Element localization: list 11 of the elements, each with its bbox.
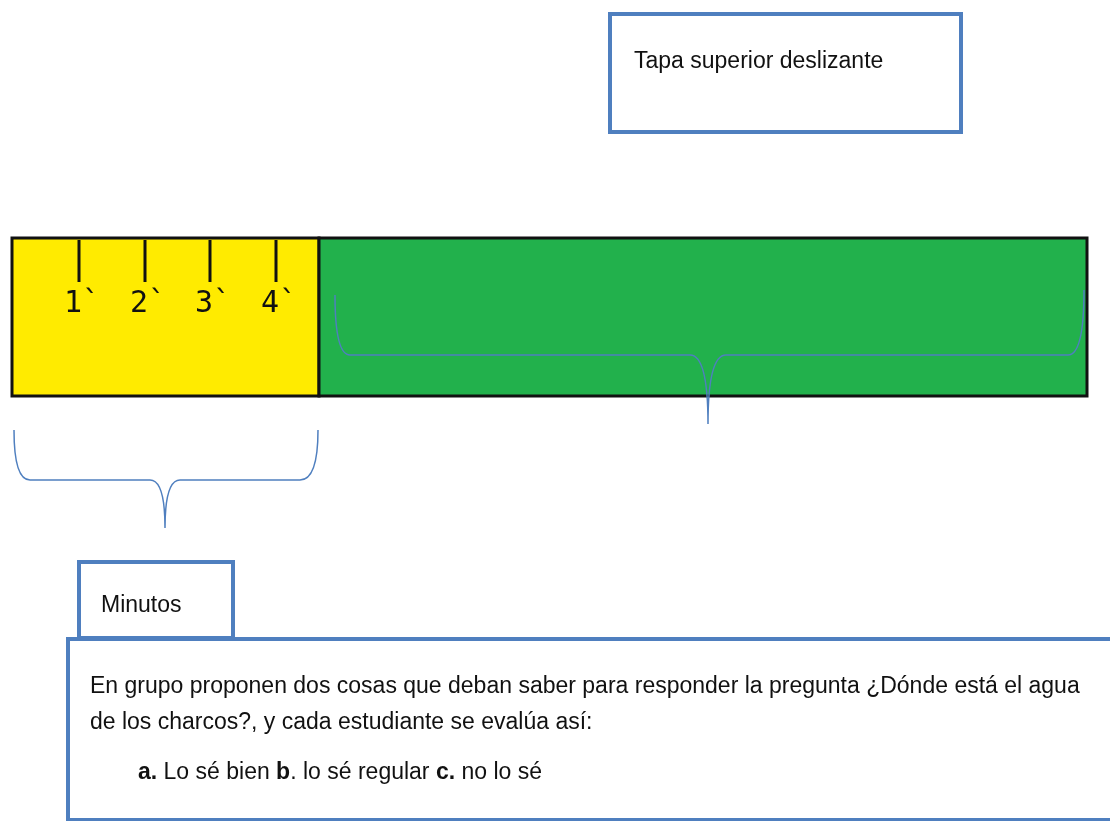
answer-options-text: a. Lo sé bien b. lo sé regular c. no lo sé	[137, 757, 544, 786]
box-text: Tapa superior deslizante	[634, 46, 885, 75]
text-box	[608, 12, 963, 134]
tick-label: 3`	[195, 287, 232, 317]
text-box	[66, 637, 1110, 821]
text-box	[77, 560, 235, 640]
tick-label: 2`	[130, 287, 167, 317]
tick-label: 1`	[64, 287, 101, 317]
box-text: Minutos	[101, 590, 183, 619]
tick-label: 4`	[261, 287, 298, 317]
box-text: En grupo proponen dos cosas que deban saber para responder la pregunta ¿Dónde está el agua de los charcos?, y cada estudiante se evalúa así:	[90, 671, 1081, 736]
